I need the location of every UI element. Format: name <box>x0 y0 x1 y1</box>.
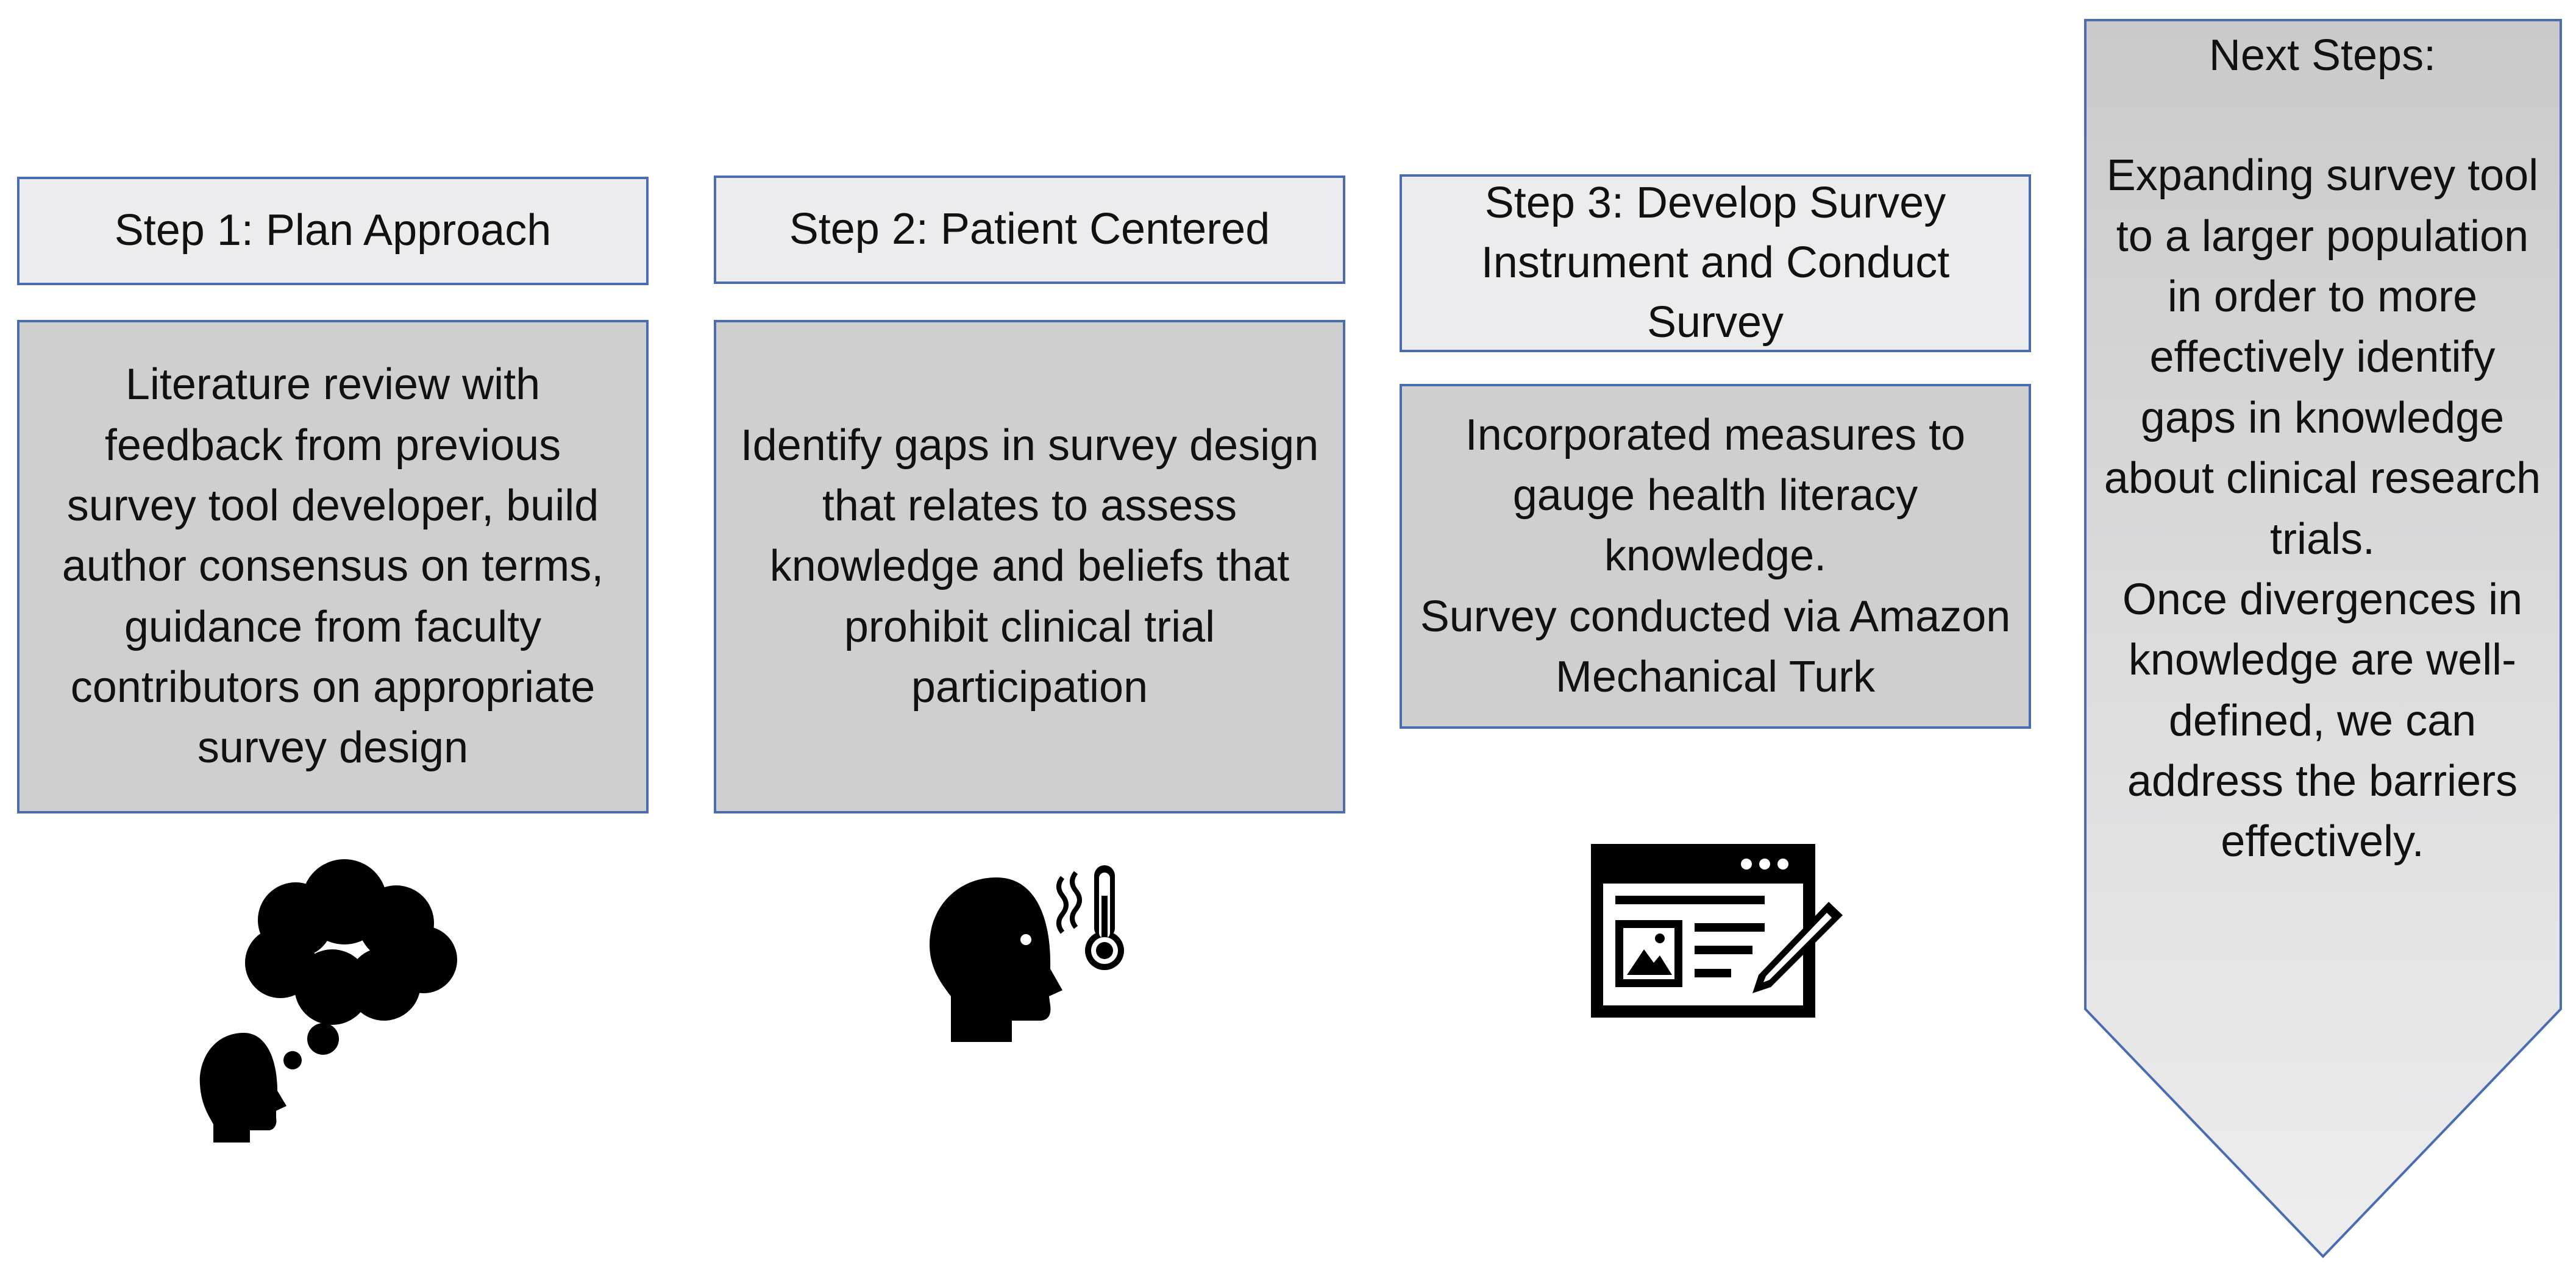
next-steps-paragraph-1: Expanding survey tool to a larger popula… <box>2104 151 2541 564</box>
step-2-header: Step 2: Patient Centered <box>714 175 1345 284</box>
step-3-header: Step 3: Develop Survey Instrument and Co… <box>1400 174 2031 352</box>
thinking-head-icon <box>199 859 457 1143</box>
step-3-body-line-2: Survey conducted via Amazon Mechanical T… <box>1420 592 2011 702</box>
step-2-header-label: Step 2: Patient Centered <box>789 205 1270 254</box>
step-3-body-line-1: Incorporated measures to gauge health li… <box>1465 410 1966 581</box>
next-steps-text: Next Steps: Expanding survey tool to a l… <box>2097 26 2548 873</box>
head-thermometer-icon <box>930 865 1124 1042</box>
step-3-body-text: Incorporated measures to gauge health li… <box>1417 405 2014 708</box>
step-1-body-text: Literature review with feedback from pre… <box>62 360 604 773</box>
next-steps-paragraph-2: Once divergences in knowledge are well-d… <box>2122 575 2523 866</box>
step-1-body: Literature review with feedback from pre… <box>17 320 649 813</box>
web-form-edit-icon <box>1591 844 1843 1018</box>
step-3-body: Incorporated measures to gauge health li… <box>1400 384 2031 729</box>
step-3-header-label: Step 3: Develop Survey Instrument and Co… <box>1481 179 1950 347</box>
step-2-body-text: Identify gaps in survey design that rela… <box>740 420 1319 712</box>
next-steps-title: Next Steps: <box>2208 31 2436 80</box>
step-1-header: Step 1: Plan Approach <box>17 177 649 285</box>
step-2-body: Identify gaps in survey design that rela… <box>714 320 1345 813</box>
step-1-header-label: Step 1: Plan Approach <box>114 206 552 255</box>
